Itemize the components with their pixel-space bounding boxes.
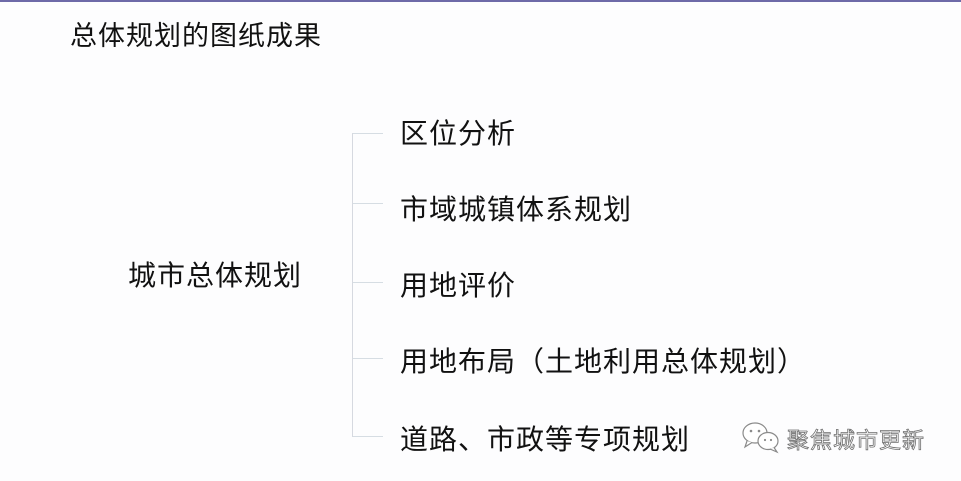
tree-branch-line [353,133,383,134]
tree-root-label: 城市总体规划 [128,259,303,292]
tree-branch-line [353,358,383,359]
watermark-text: 聚焦城市更新 [787,429,926,455]
tree-bracket-line [352,133,353,437]
tree-branch-line [353,436,383,437]
tree-child-item: 用地评价 [400,269,517,302]
wechat-icon [741,420,781,458]
slide-title: 总体规划的图纸成果 [70,21,322,52]
top-accent-line [0,0,961,2]
tree-child-item: 道路、市政等专项规划 [400,423,691,456]
tree-child-item: 市域城镇体系规划 [400,193,633,226]
watermark: 聚焦城市更新 [741,420,925,458]
tree-child-item: 区位分析 [400,117,517,150]
tree-branch-line [353,282,383,283]
tree-child-item: 用地布局（土地利用总体规划） [400,345,807,378]
tree-branch-line [353,203,383,204]
